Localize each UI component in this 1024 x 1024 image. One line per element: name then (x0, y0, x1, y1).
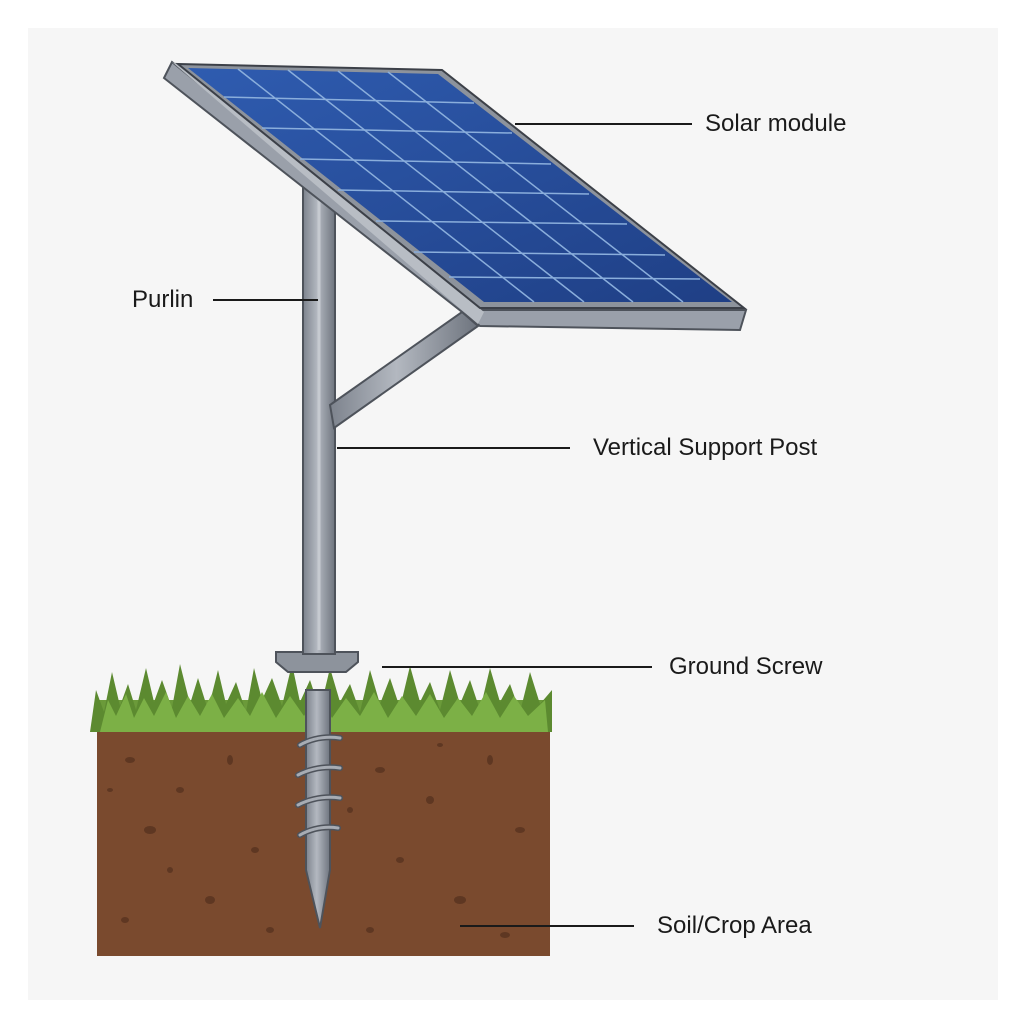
leader-lines (213, 123, 692, 927)
label-vertical-support-post: Vertical Support Post (593, 434, 818, 461)
purlin-frame (162, 60, 748, 332)
solar-panel (175, 62, 747, 309)
ground-screw (275, 651, 359, 929)
label-ground-screw: Ground Screw (669, 653, 823, 680)
label-soil-crop-area: Soil/Crop Area (657, 912, 812, 939)
vertical-support-post (302, 187, 336, 655)
diagonal-brace (328, 310, 480, 430)
label-solar-module: Solar module (705, 110, 847, 137)
label-purlin: Purlin (132, 286, 194, 313)
